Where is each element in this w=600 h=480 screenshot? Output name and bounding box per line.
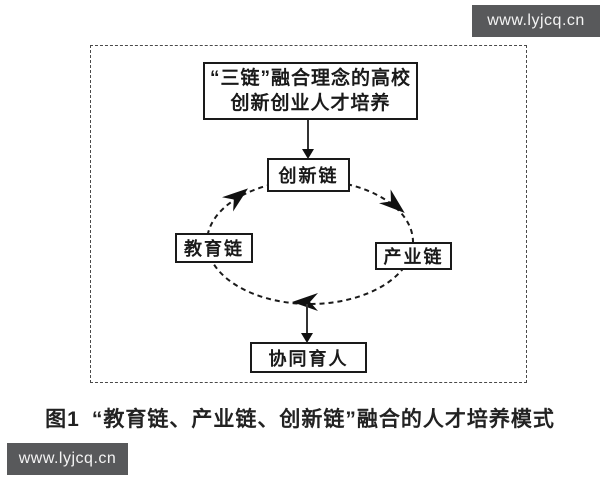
title-line-2: 创新创业人才培养 bbox=[230, 93, 391, 114]
caption-label: 图1 bbox=[45, 408, 80, 431]
watermark-top: www.lyjcq.cn bbox=[472, 5, 600, 37]
caption-text: “教育链、产业链、创新链”融合的人才培养模式 bbox=[91, 408, 555, 431]
title-line-1: “三链”融合理念的高校 bbox=[209, 68, 411, 89]
cycle-arrow-innovation-to-industry-icon bbox=[379, 189, 405, 213]
node-innovation-chain: 创新链 bbox=[267, 158, 350, 192]
node-collaborative-education: 协同育人 bbox=[250, 342, 367, 373]
watermark-bottom: www.lyjcq.cn bbox=[7, 443, 128, 475]
connector-outcome-arrowhead-down-icon bbox=[301, 333, 313, 343]
cycle-arrow-education-to-innovation-icon bbox=[222, 188, 249, 212]
connector-title-arrowhead-down-icon bbox=[302, 149, 314, 159]
figure-dashed-frame bbox=[90, 45, 527, 383]
cycle-arrow-industry-to-education-icon bbox=[292, 293, 318, 311]
title-box: “三链”融合理念的高校 创新创业人才培养 bbox=[203, 62, 418, 120]
node-education-chain: 教育链 bbox=[175, 233, 253, 263]
node-industry-chain: 产业链 bbox=[375, 242, 452, 270]
figure-caption: 图1 “教育链、产业链、创新链”融合的人才培养模式 bbox=[0, 403, 600, 433]
